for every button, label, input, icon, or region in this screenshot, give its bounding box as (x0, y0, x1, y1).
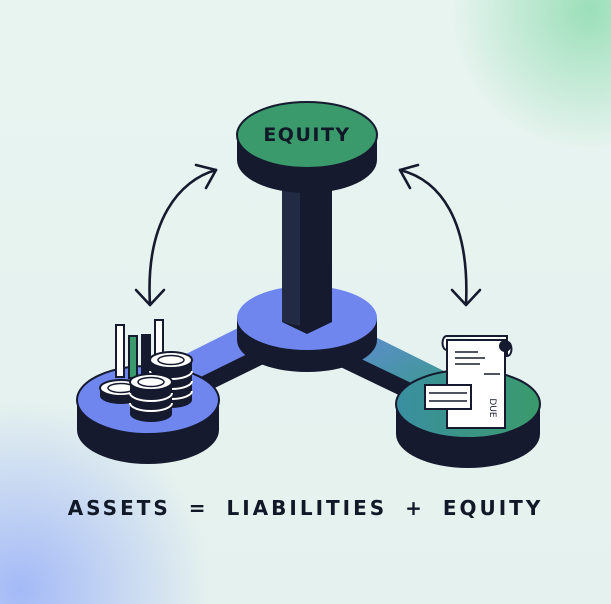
equation-text: ASSETS = LIABILITIES + EQUITY (67, 496, 544, 520)
coins-and-bar-chart-icon (99, 319, 193, 422)
equity-node-label: EQUITY (263, 124, 350, 146)
left-double-arrow-icon (134, 163, 218, 307)
receipt-icon: DUE (424, 335, 513, 429)
receipt-label: DUE (487, 398, 497, 418)
central-pillar (282, 180, 332, 334)
equity-node: EQUITY (236, 101, 378, 193)
right-double-arrow-icon (398, 163, 482, 307)
